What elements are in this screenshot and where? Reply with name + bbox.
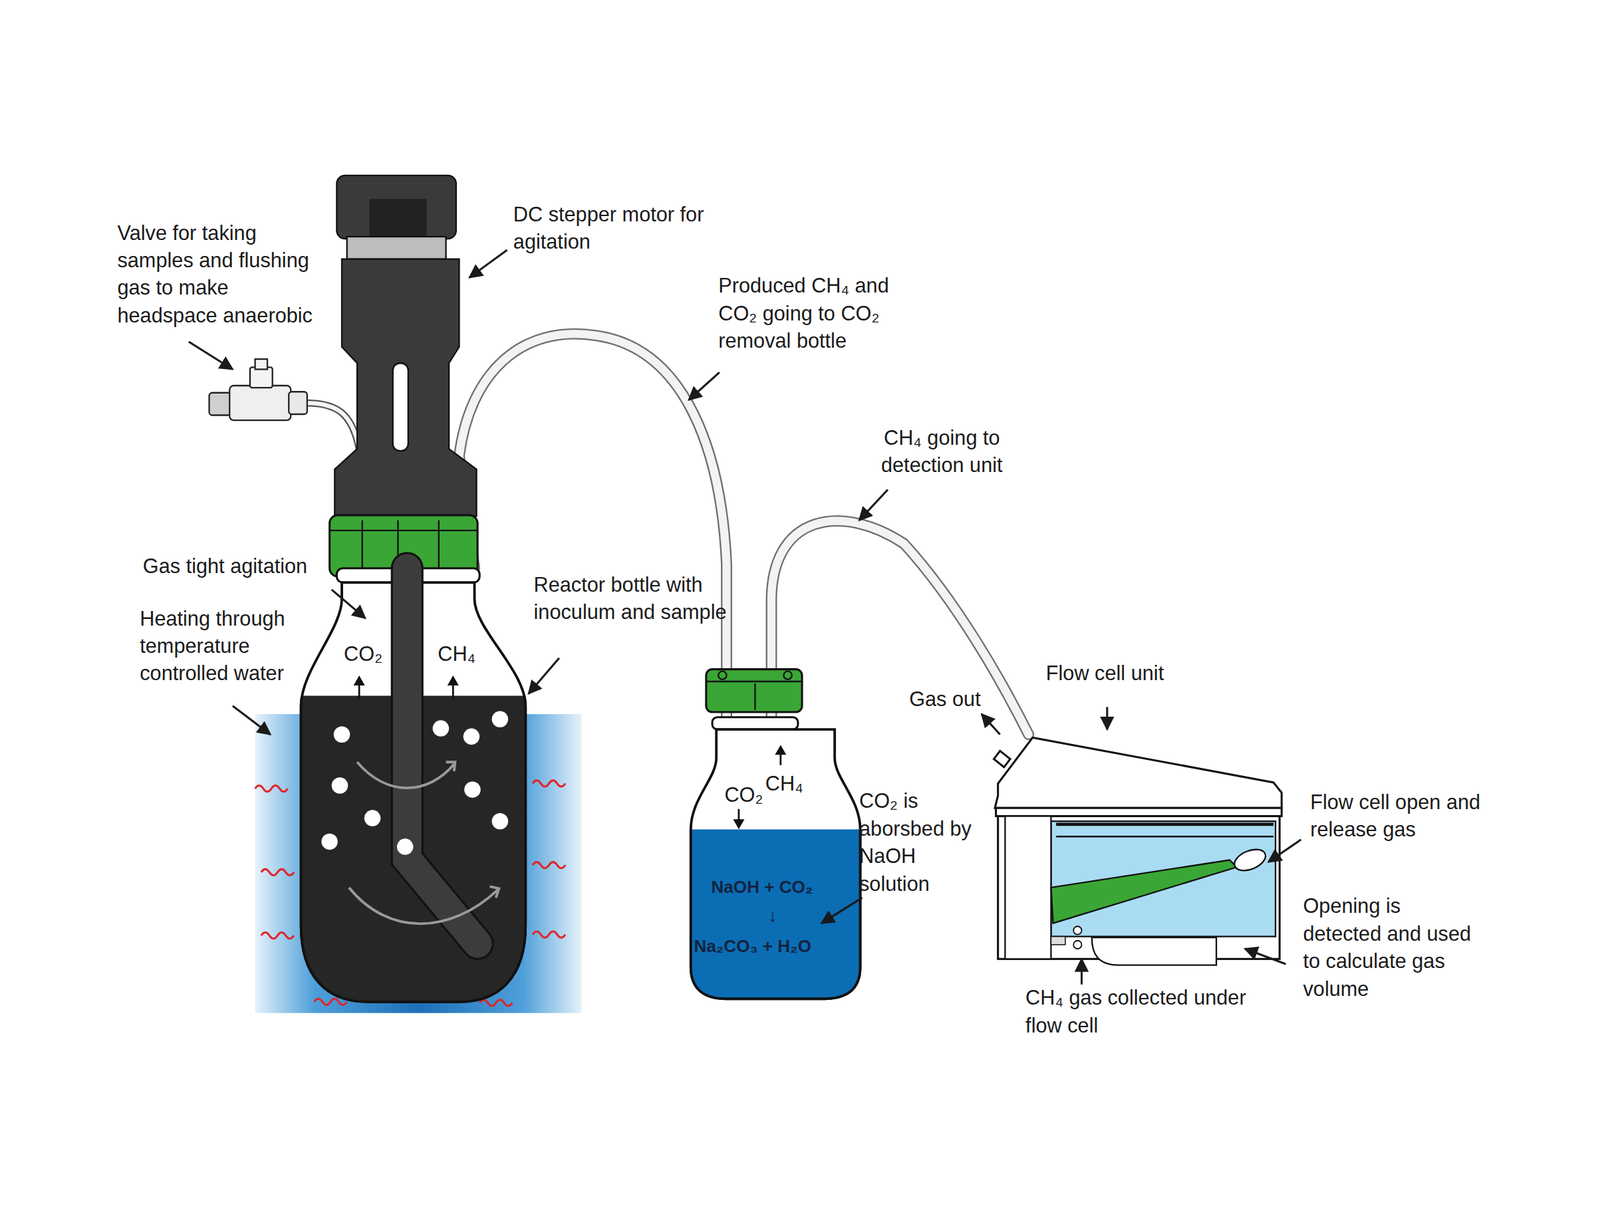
node-text: CO₂ [724,782,763,808]
callout-label: Gas out [909,685,1001,713]
node-text: CH₄ [765,771,804,797]
leader-lines [188,250,1302,985]
callout-label: CH₄ gas collected under flow cell [1025,984,1281,1041]
callout-label: CH₄ going to detection unit [865,424,1019,480]
node-outline [979,734,1286,980]
node-text: NaOH + CO₂ [711,875,814,901]
node-text: CH₄ [437,641,476,667]
bottle: CO₂ CH₄ [295,568,531,1008]
node-text: CO₂ [343,641,383,667]
callout-label: Produced CH₄ and CO₂ going to CO₂ remova… [718,272,913,356]
node-text: Flow cell unit [1046,661,1164,686]
flow-cell-unit: Flow cell unit [979,734,1286,980]
callout-label: Valve for taking samples and flushing ga… [117,219,327,330]
callout-label: Heating through temperature controlled w… [139,605,314,688]
node-outline [295,568,531,1008]
node-text: ↓ [768,904,777,930]
callout-label: Reactor bottle with inoculum and sample [533,571,733,627]
bottle: CO₂CH₄ NaOH + CO₂ ↓ Na₂CO₃ + H₂O [685,717,866,1004]
gas-tube [771,521,1029,735]
callout-label: Gas tight agitation [142,553,348,581]
stepper-motor [334,175,477,517]
callout-label: CO₂ is aborsbed by NaOH solution [859,788,992,899]
callout-label: DC stepper motor for agitation [513,200,733,257]
callout-label: Opening is detected and used to calculat… [1302,893,1482,1004]
node-outline [685,717,866,1004]
removal-bottle-cap [706,669,802,713]
callout-label: Flow cell open and release gas [1310,788,1484,844]
node-text: Na₂CO₃ + H₂O [693,934,812,960]
sample-valve [209,359,360,449]
